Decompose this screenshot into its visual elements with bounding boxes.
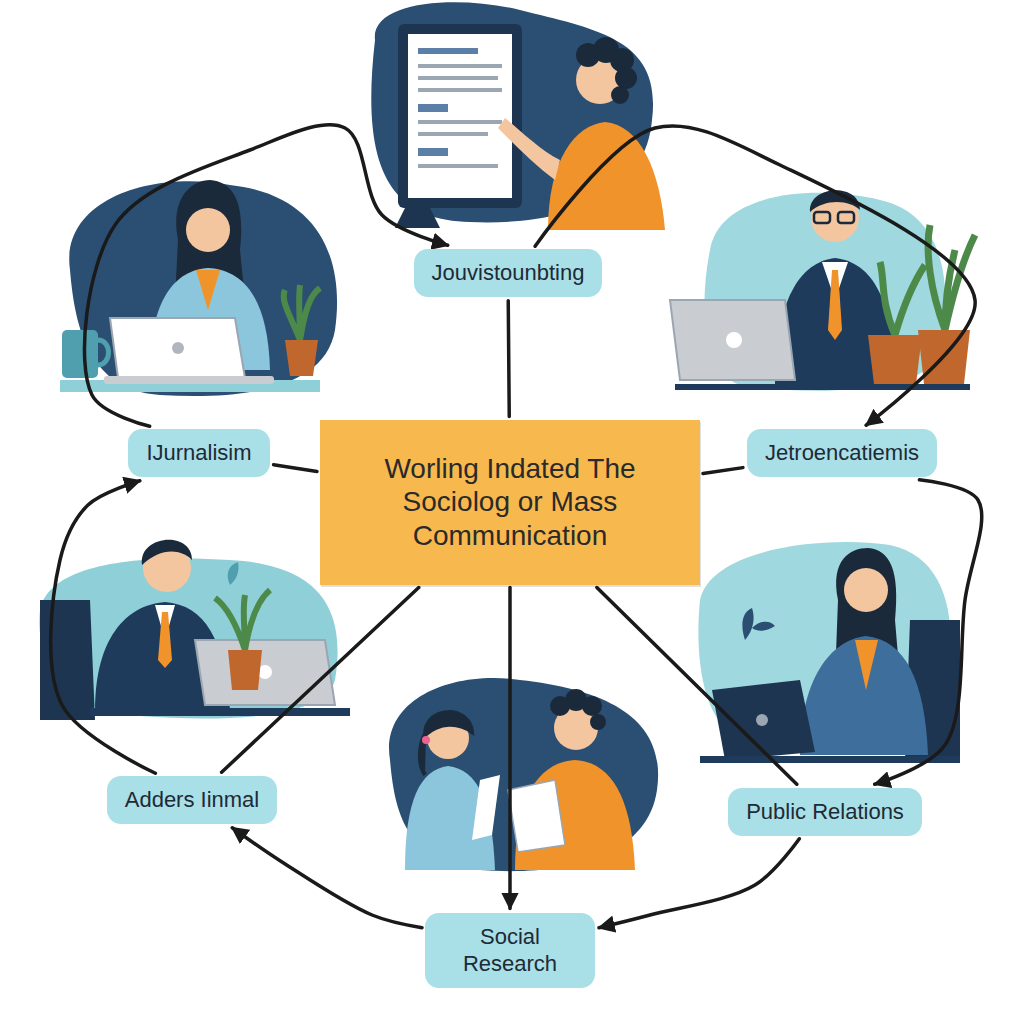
advertising-scene-part bbox=[228, 562, 239, 585]
research-scene-part bbox=[472, 775, 500, 840]
tablet-scene-part bbox=[418, 164, 498, 168]
research-scene-part bbox=[582, 696, 602, 716]
journalist-scene-part bbox=[172, 342, 184, 354]
journalist-scene bbox=[60, 180, 337, 396]
journalist-scene-part bbox=[110, 318, 245, 378]
public-relations-scene-part bbox=[800, 636, 928, 755]
advertising-scene bbox=[39, 540, 350, 720]
journalist-scene-part bbox=[284, 285, 320, 340]
advertising-scene-part bbox=[40, 600, 95, 720]
workplace-scene-part bbox=[868, 335, 922, 384]
tablet-scene-part bbox=[398, 24, 522, 208]
tablet-scene-part bbox=[395, 208, 440, 228]
journalist-scene-part bbox=[285, 340, 318, 376]
journalist-scene-part bbox=[186, 208, 230, 252]
advertising-scene-part bbox=[142, 540, 192, 565]
advertising-scene-part bbox=[228, 650, 262, 690]
flow-arrow bbox=[232, 828, 422, 928]
workplace-scene-part bbox=[675, 384, 970, 390]
public-relations-scene-part bbox=[756, 714, 768, 726]
role-label: Adders Iinmal bbox=[107, 776, 278, 824]
flow-arrow bbox=[508, 588, 512, 909]
tablet-scene-part bbox=[418, 64, 502, 68]
workplace-scene-part bbox=[726, 332, 742, 348]
advertising-scene-part bbox=[215, 590, 270, 650]
workplace-scene bbox=[670, 190, 975, 390]
workplace-scene-part bbox=[880, 262, 925, 335]
connector-line bbox=[508, 301, 509, 417]
public-relations-scene-part bbox=[700, 756, 960, 763]
public-relations-scene-part bbox=[742, 608, 775, 640]
role-label: IJurnalisim bbox=[128, 429, 269, 477]
node-text: Worling Indated The Sociolog or Mass Com… bbox=[336, 452, 684, 553]
workplace-scene-part bbox=[670, 300, 795, 380]
connector-line bbox=[703, 468, 743, 474]
advertising-scene-part bbox=[158, 612, 172, 668]
tablet-scene-part bbox=[418, 48, 478, 54]
public-relations-scene bbox=[698, 542, 960, 763]
workplace-scene-part bbox=[838, 212, 854, 223]
journalist-scene-part bbox=[69, 181, 337, 396]
public-relations-scene-part bbox=[855, 640, 878, 690]
workplace-scene-part bbox=[814, 212, 830, 223]
tablet-scene-part bbox=[418, 120, 502, 124]
workplace-scene-part bbox=[828, 270, 842, 340]
tablet-scene-part bbox=[418, 132, 488, 136]
research-scene-part bbox=[508, 780, 565, 852]
public-relations-scene-part bbox=[712, 680, 815, 760]
workplace-scene-part bbox=[810, 190, 860, 212]
role-label: Social Research bbox=[425, 913, 595, 988]
node-text: Jetroencatiemis bbox=[765, 439, 919, 467]
flow-arrow bbox=[51, 481, 156, 774]
node-text: Social Research bbox=[443, 923, 577, 978]
tablet-scene-part bbox=[418, 148, 448, 156]
workplace-scene-part bbox=[918, 330, 970, 384]
role-label: Public Relations bbox=[728, 788, 922, 836]
flow-arrow bbox=[599, 839, 799, 928]
tablet-scene-part bbox=[418, 88, 502, 92]
node-text: Public Relations bbox=[746, 798, 904, 826]
research-scene-part bbox=[420, 712, 472, 775]
tablet-scene-part bbox=[498, 118, 560, 180]
tablet-scene-part bbox=[611, 86, 629, 104]
advertising-scene-part bbox=[90, 708, 350, 716]
tablet-scene-part bbox=[418, 104, 448, 112]
role-label: Jouvistounbting bbox=[414, 249, 603, 297]
central-topic-box: Worling Indated The Sociolog or Mass Com… bbox=[320, 420, 700, 585]
research-scene bbox=[389, 678, 658, 871]
workplace-scene-part bbox=[928, 225, 975, 330]
tablet-scene-part bbox=[548, 122, 665, 230]
tablet-scene bbox=[371, 2, 665, 230]
connector-line bbox=[274, 465, 317, 472]
research-scene-part bbox=[422, 736, 430, 744]
flow-arrow bbox=[84, 125, 447, 427]
journalist-scene-part bbox=[62, 330, 98, 378]
advertising-scene-part bbox=[195, 640, 335, 705]
role-label: Jetroencatiemis bbox=[747, 429, 937, 477]
research-scene-part bbox=[389, 678, 658, 871]
public-relations-scene-part bbox=[844, 568, 888, 612]
flow-arrow bbox=[875, 480, 982, 785]
research-scene-part bbox=[590, 714, 606, 730]
connector-line bbox=[597, 588, 797, 785]
journalist-scene-part bbox=[98, 340, 109, 365]
journalist-scene-part bbox=[104, 376, 274, 384]
connector-line bbox=[222, 588, 419, 773]
tablet-scene-part bbox=[418, 76, 498, 80]
node-text: Jouvistounbting bbox=[432, 259, 585, 287]
node-text: Adders Iinmal bbox=[125, 786, 260, 814]
tablet-scene-part bbox=[615, 67, 637, 89]
tablet-scene-part bbox=[408, 34, 512, 198]
node-text: IJurnalisim bbox=[146, 439, 251, 467]
journalist-scene-part bbox=[196, 270, 220, 310]
